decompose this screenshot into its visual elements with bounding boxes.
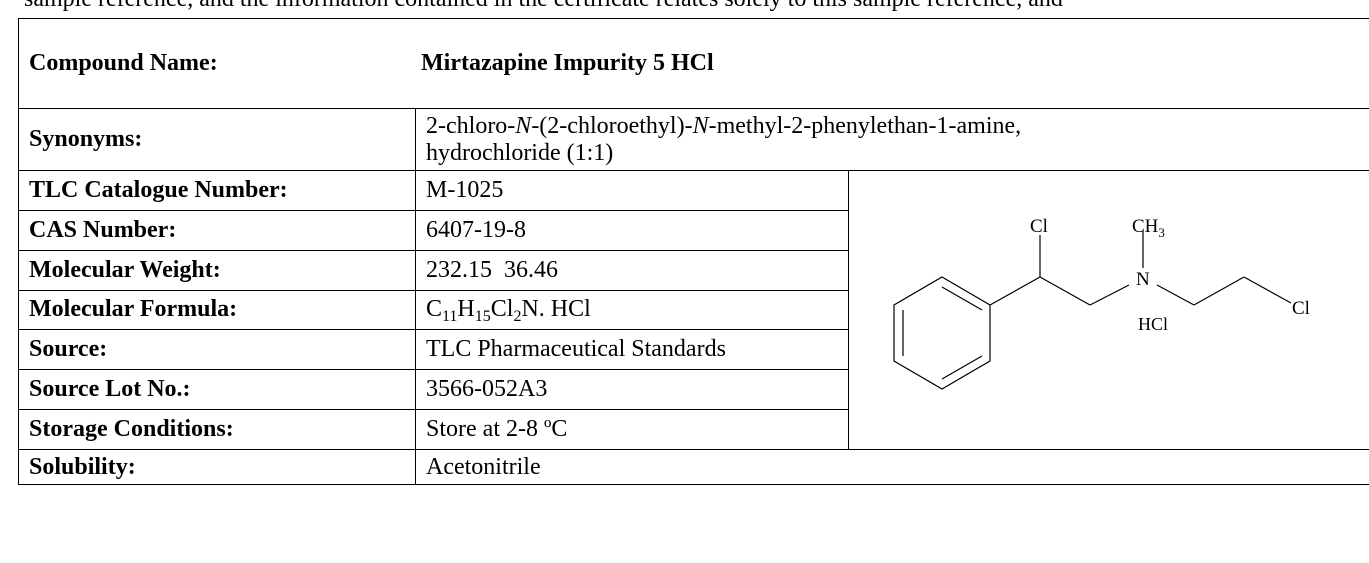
source-label: Source: — [18, 329, 416, 371]
catalogue-number-label: TLC Catalogue Number: — [18, 170, 416, 211]
source-lot-label: Source Lot No.: — [18, 369, 416, 411]
table-row: Storage Conditions: Store at 2-8 ºC — [18, 409, 1369, 450]
structure-cell: Cl CH3 N Cl HCl — [847, 170, 1369, 450]
cas-number-label: CAS Number: — [18, 209, 416, 251]
compound-info-table: Compound Name: Mirtazapine Impurity 5 HC… — [17, 18, 1369, 485]
table-row: Source Lot No.: 3566-052A3 — [18, 369, 1369, 411]
storage-conditions-value: Store at 2-8 ºC — [415, 409, 849, 450]
chemical-structure-image: Cl CH3 N Cl HCl — [893, 216, 1310, 390]
catalogue-number-value: M-1025 — [415, 170, 849, 211]
methyl-label: CH3 — [1132, 216, 1165, 240]
table-row: Source: TLC Pharmaceutical Standards — [18, 329, 1369, 371]
solubility-value: Acetonitrile — [414, 449, 1369, 485]
table-row: Molecular Weight: 232.15 36.46 — [18, 249, 1369, 291]
solubility-label: Solubility: — [18, 449, 416, 485]
molecular-formula-label: Molecular Formula: — [18, 289, 416, 331]
salt-label: HCl — [1138, 314, 1168, 334]
nitrogen-label: N — [1136, 269, 1150, 290]
source-lot-value: 3566-052A3 — [415, 369, 849, 411]
storage-conditions-label: Storage Conditions: — [18, 409, 416, 450]
chlorine-right-label: Cl — [1292, 298, 1310, 319]
molecular-weight-label: Molecular Weight: — [18, 249, 416, 291]
cas-number-value: 6407-19-8 — [415, 209, 849, 251]
compound-name-row: Compound Name: Mirtazapine Impurity 5 HC… — [17, 18, 1369, 109]
synonyms-row: Synonyms: 2-chloro-N-(2-chloroethyl)-N-m… — [18, 108, 1369, 171]
table-row: Solubility: Acetonitrile — [18, 449, 1369, 485]
chlorine-top-label: Cl — [1030, 216, 1048, 237]
molecular-weight-value: 232.15 36.46 — [415, 249, 849, 291]
clipped-top-text: sample reference, and the information co… — [24, 0, 1063, 13]
source-value: TLC Pharmaceutical Standards — [415, 329, 849, 371]
compound-name-value: Mirtazapine Impurity 5 HCl — [421, 50, 714, 76]
table-row: Molecular Formula: C11H15Cl2N. HCl — [18, 289, 1369, 331]
compound-name-label: Compound Name: — [29, 50, 218, 76]
synonyms-label: Synonyms: — [18, 108, 416, 171]
table-row: TLC Catalogue Number: M-1025 — [18, 170, 1369, 450]
synonyms-value: 2-chloro-N-(2-chloroethyl)-N-methyl-2-ph… — [414, 108, 1369, 171]
molecular-formula-value: C11H15Cl2N. HCl — [415, 289, 849, 331]
